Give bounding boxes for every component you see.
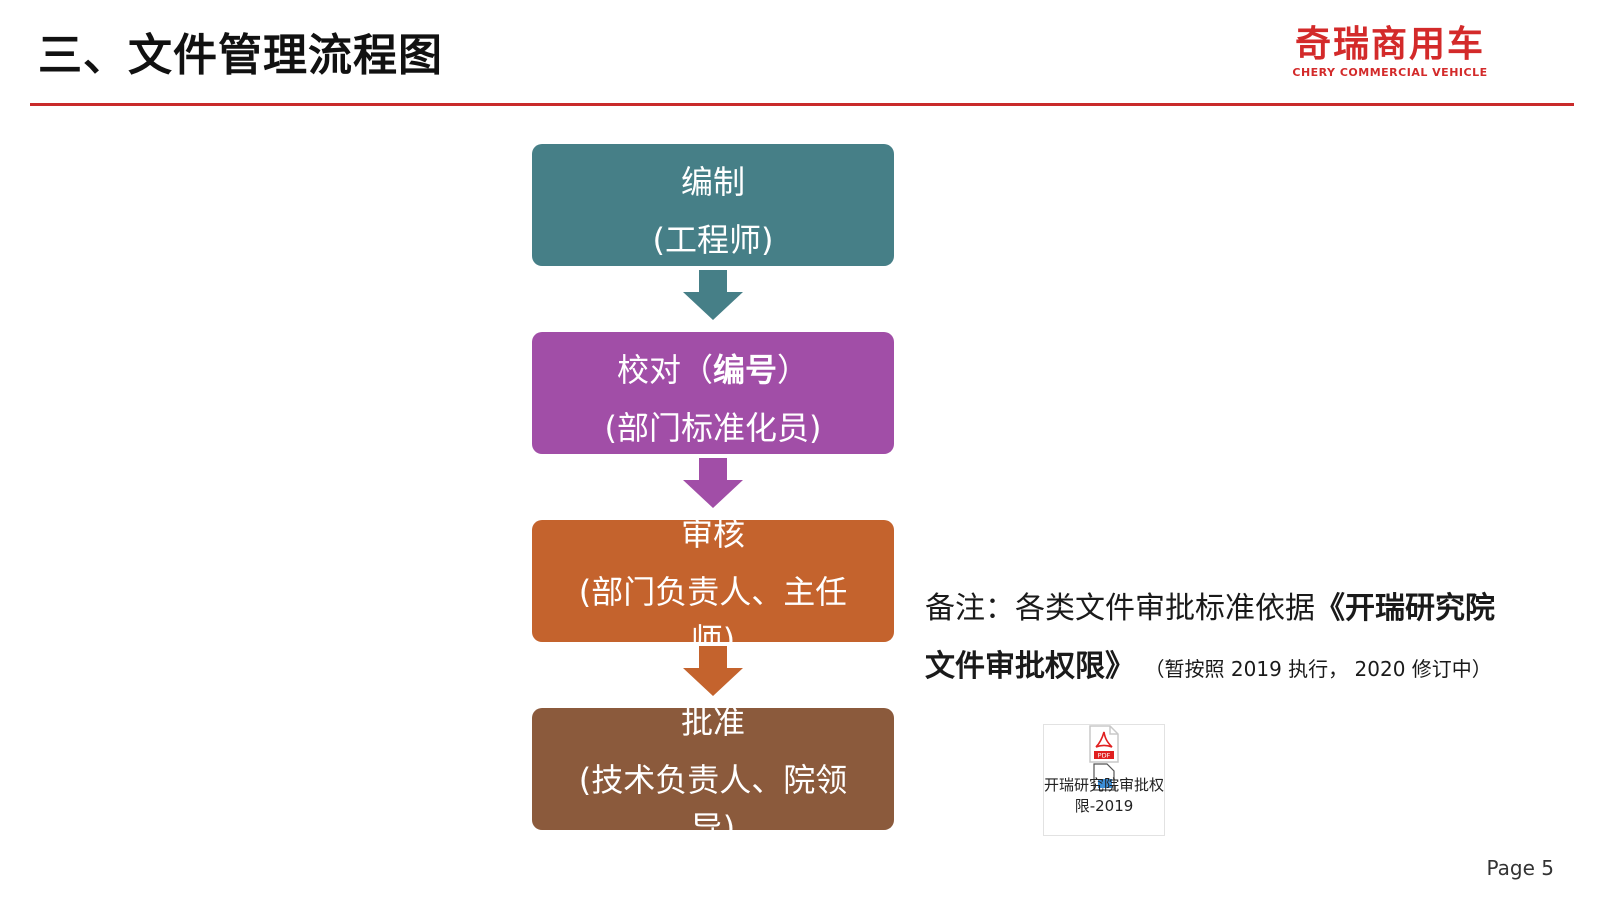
flow-step-compile: 编制 (工程师) xyxy=(532,144,894,266)
step-title: 批准 xyxy=(680,708,745,741)
flow-step-review: 审核 (部门负责人、主任 师) xyxy=(532,520,894,642)
step-role: (部门标准化员) xyxy=(604,409,822,447)
step-title: 校对（编号） xyxy=(616,351,810,389)
step-role: (工程师) xyxy=(652,221,774,259)
remark-version-note: （暂按照 2019 执行， 2020 修订中） xyxy=(1144,657,1492,681)
flow-arrow-down-icon xyxy=(683,270,743,320)
flow-step-approve: 批准 (技术负责人、院领 导) xyxy=(532,708,894,830)
pdf-file-icon: PDF xyxy=(1089,725,1119,763)
remark-doc-title: 《开瑞研究院 xyxy=(1315,591,1495,626)
brand-logo-en: CHERY COMMERCIAL VEHICLE xyxy=(1292,66,1488,79)
header-divider xyxy=(30,103,1574,106)
remark-prefix: 备注：各类文件审批标准依据 xyxy=(925,591,1315,626)
attachment-label: 开瑞研究院审批权限-2019 xyxy=(1044,776,1165,815)
step-role: (技术负责人、院领 xyxy=(578,761,848,799)
embedded-pdf-attachment[interactable]: PDF 开瑞研究院审批权限-2019 xyxy=(1043,724,1165,836)
step-title: 审核 xyxy=(680,520,745,553)
step-role-cont: 师) xyxy=(690,621,736,642)
step-title: 编制 xyxy=(680,163,745,201)
slide-title: 三、文件管理流程图 xyxy=(38,30,443,81)
remark-doc-title-cont: 文件审批权限》 xyxy=(925,649,1135,684)
file-overlay-icon xyxy=(1093,763,1115,791)
flow-arrow-down-icon xyxy=(683,646,743,696)
brand-logo-cn: 奇瑞商用车 xyxy=(1294,24,1485,65)
page-number: Page 5 xyxy=(1486,856,1555,880)
brand-logo: 奇瑞商用车 CHERY COMMERCIAL VEHICLE xyxy=(1290,24,1490,80)
step-role-cont: 导) xyxy=(690,809,736,830)
flow-arrow-down-icon xyxy=(683,458,743,508)
svg-text:PDF: PDF xyxy=(1098,752,1111,760)
remark-note: 备注：各类文件审批标准依据《开瑞研究院 文件审批权限》 （暂按照 2019 执行… xyxy=(925,580,1565,698)
flow-step-proofread: 校对（编号） (部门标准化员) xyxy=(532,332,894,454)
step-role: (部门负责人、主任 xyxy=(578,573,848,611)
